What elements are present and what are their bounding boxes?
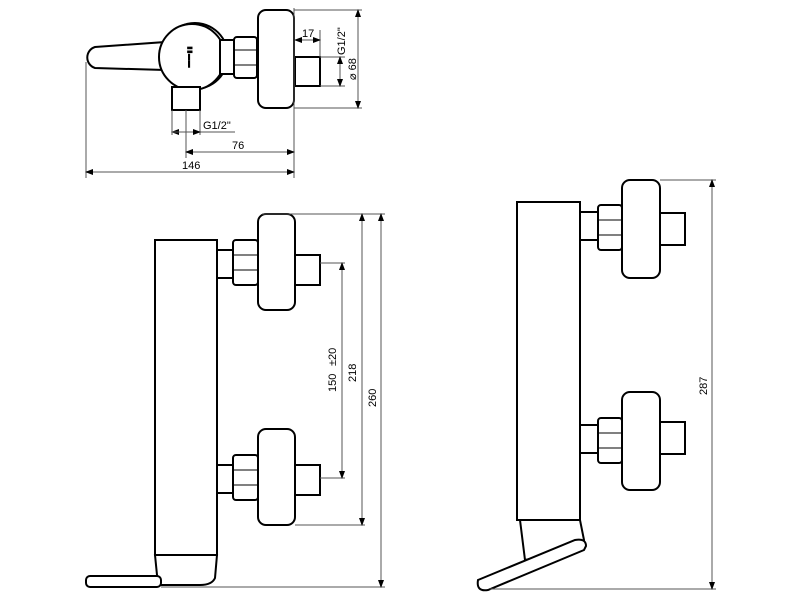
upper-connection — [216, 213, 321, 311]
dim-center-tolerance: ±20 — [327, 348, 339, 366]
front-view: 150 ±20 218 260 — [85, 213, 385, 588]
dim-rosette-diameter: ⌀ 68 — [347, 58, 359, 80]
mixer-body — [516, 201, 581, 521]
dim-center-distance: 150 — [327, 374, 339, 392]
lower-connection — [216, 428, 321, 526]
connector-pipe — [219, 39, 235, 75]
hex-nut — [233, 36, 258, 79]
rosette — [257, 9, 295, 109]
dim-thread-outlet: G1/2" — [336, 27, 348, 55]
top-view: ▮▮▬▬ 17 G1/2" ⌀ 68 G1/2" 76 146 — [85, 8, 362, 178]
lever-angled — [476, 538, 588, 592]
base-cartridge — [153, 554, 219, 586]
dim-total-depth: 146 — [182, 160, 200, 172]
mixer-body — [154, 239, 218, 556]
lever-side — [85, 575, 162, 588]
dim-thread-inlet: G1/2" — [203, 120, 231, 132]
dim-total-height: 260 — [367, 389, 379, 407]
inlet-stem — [171, 86, 201, 111]
dim-rosette-span: 218 — [347, 364, 359, 382]
outlet-pipe — [294, 56, 321, 87]
dim-total-height: 287 — [698, 377, 710, 395]
upper-connection — [579, 179, 686, 279]
side-view: 287 — [476, 179, 716, 592]
dim-pipe-length: 17 — [302, 28, 314, 40]
brand-logo: ▮▮▬▬ — [186, 46, 193, 68]
dim-inlet-to-wall: 76 — [232, 140, 244, 152]
lower-connection — [579, 391, 686, 491]
